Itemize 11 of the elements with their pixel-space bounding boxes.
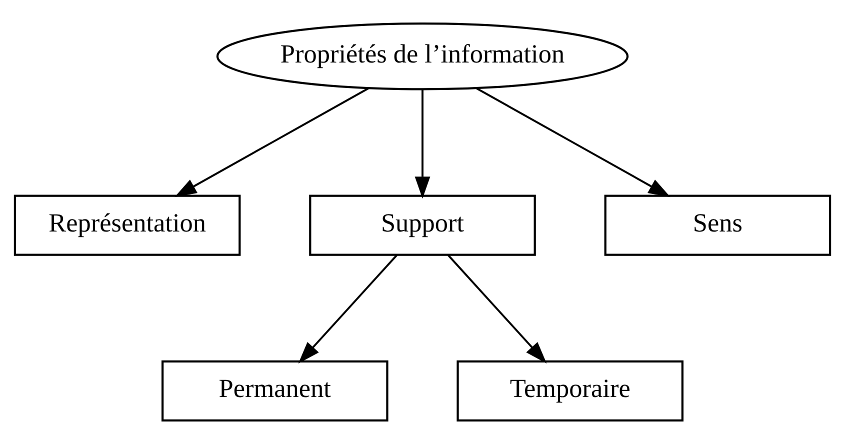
node-box: Permanent [162,360,388,422]
node-ellipse: Propriétés de l’information [216,22,629,90]
arrow [298,254,398,364]
arrow [414,90,430,199]
node-box: Support [309,194,536,256]
node-box: Sens [604,194,832,256]
node-box: Représentation [14,194,241,256]
arrow [174,88,369,198]
arrow [476,88,670,198]
arrow [447,254,547,364]
node-box: Temporaire [456,360,684,422]
